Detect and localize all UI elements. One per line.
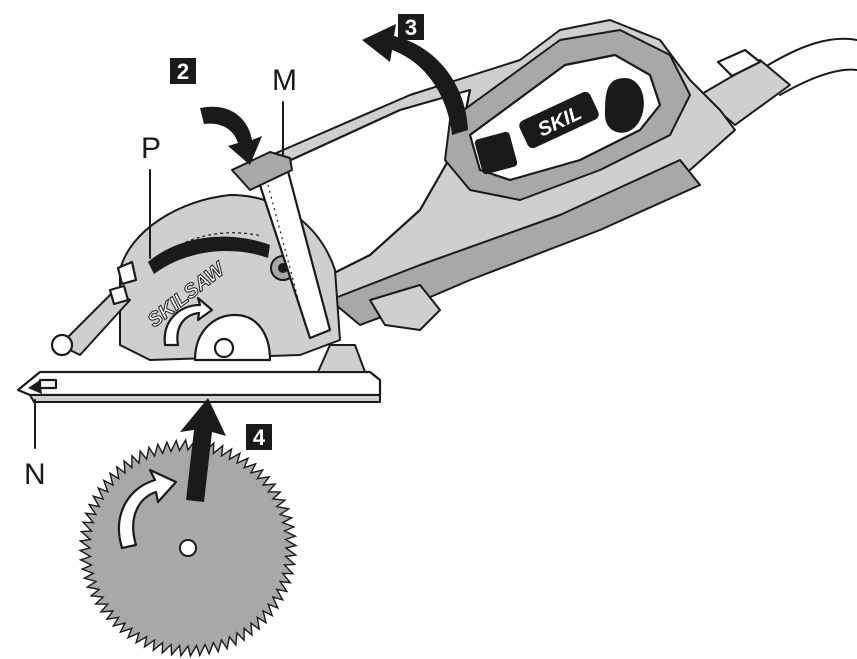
power-cord-lower	[779, 68, 857, 96]
svg-text:3: 3	[405, 15, 417, 40]
strain-relief-cap	[716, 48, 762, 78]
base-plate-edge	[29, 394, 381, 403]
rear-foot	[317, 344, 366, 373]
depth-scale	[179, 232, 263, 246]
spindle-lock-lever	[369, 284, 441, 331]
blade-center-hole	[179, 539, 197, 557]
step-2-badge: 2	[170, 58, 196, 84]
insert-blade-arrow	[180, 398, 226, 502]
guard-slot	[148, 236, 270, 274]
guard-front-tab	[116, 260, 138, 286]
svg-text:2: 2	[177, 59, 189, 84]
press-lever-arrow	[200, 106, 262, 165]
blade-rotation-arrow	[117, 468, 178, 550]
callout-m: M	[272, 64, 297, 97]
handle-side-oval	[605, 78, 644, 133]
base-plate	[16, 370, 382, 397]
base-slot	[38, 378, 58, 390]
depth-lever	[231, 151, 293, 191]
callout-p: P	[141, 132, 161, 165]
blade-guide-notch	[28, 380, 42, 394]
rotate-guard-arrow	[362, 24, 468, 135]
switch-grille	[474, 131, 518, 175]
arbor-hole	[213, 337, 235, 359]
callout-n: N	[24, 458, 46, 491]
lower-guard-opening	[193, 313, 272, 362]
guard-rotation-arrow	[163, 296, 214, 347]
power-cord	[759, 37, 857, 71]
step-3-badge: 3	[398, 14, 424, 40]
step-4-badge: 4	[246, 424, 272, 450]
motor-logo-plate	[519, 91, 599, 149]
guard-front-tab-2	[108, 284, 130, 306]
depth-rack	[267, 184, 306, 326]
front-pivot-bracket	[59, 289, 131, 356]
svg-text:4: 4	[253, 425, 266, 450]
